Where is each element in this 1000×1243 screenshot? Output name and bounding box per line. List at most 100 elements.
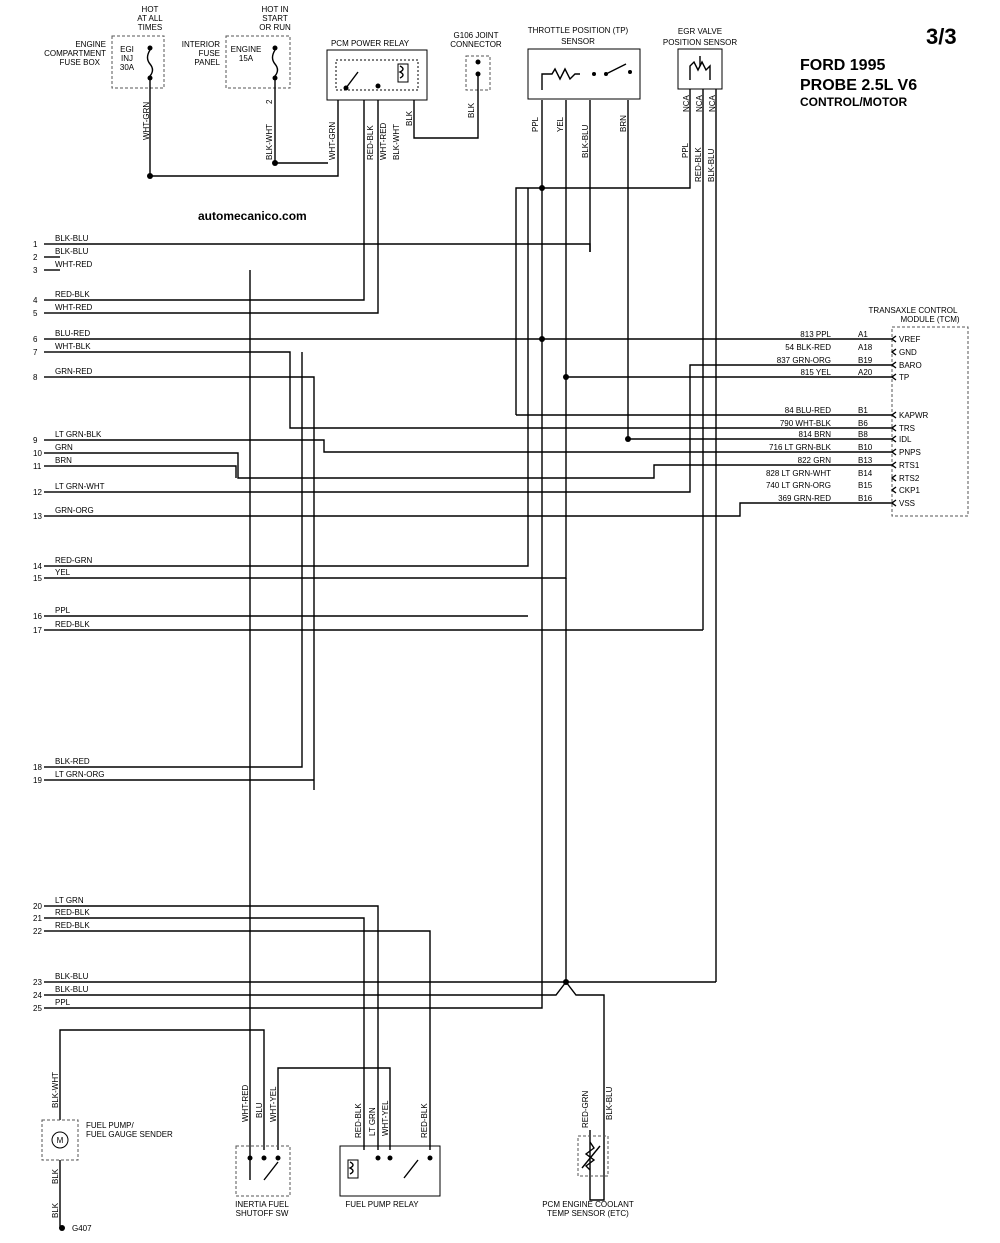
tcm-pin-arrow-icon	[890, 373, 897, 381]
egi-fuse-label-1: EGI	[120, 45, 134, 54]
pcm-pin-number: 16	[33, 612, 42, 621]
pcm-wire-color: RED-GRN	[55, 556, 93, 565]
pcm-wire-color: RED-BLK	[55, 921, 90, 930]
pcm-wire-color: GRN-RED	[55, 367, 93, 376]
hot-at-all-times-3: TIMES	[138, 23, 162, 32]
tcm-circuit-label: 369 GRN-RED	[778, 494, 831, 503]
tp-wire-label-2: YEL	[556, 116, 565, 132]
hot-at-all-times-2: AT ALL	[137, 14, 163, 23]
relay-wire-label-3: WHT-RED	[379, 122, 388, 160]
relay-bottom-wire-label-2: LT GRN	[368, 1107, 377, 1136]
ect-sensor-label-1: PCM ENGINE COOLANT	[542, 1200, 634, 1209]
motor-icon	[51, 1131, 69, 1149]
hot-in-start-1: HOT IN	[262, 5, 289, 14]
ground-wire-label: BLK	[51, 1202, 60, 1218]
relay-wire-label-4: BLK-WHT	[392, 124, 401, 160]
tcm-pin-name: IDL	[899, 435, 912, 444]
fuel-pump-relay	[339, 1145, 441, 1197]
nca-label-3: NCA	[708, 94, 717, 112]
tcm-pin-name: GND	[899, 348, 917, 357]
pcm-wire-color: GRN-ORG	[55, 506, 94, 515]
pcm-wire-color: LT GRN-ORG	[55, 770, 104, 779]
tp-wire-label-1: PPL	[531, 116, 540, 132]
fuel-pump-sender	[41, 1119, 79, 1161]
pcm-pin-number: 17	[33, 626, 42, 635]
ect-wire-label-1: RED-GRN	[581, 1090, 590, 1128]
pcm-pin-number: 13	[33, 512, 42, 521]
tcm-circuit-label: 815 YEL	[800, 368, 831, 377]
tcm-circuit-label: 84 BLU-RED	[785, 406, 831, 415]
inertia-switch-icon	[247, 1155, 281, 1181]
pcm-pin-number: 12	[33, 488, 42, 497]
pcm-pin-number: 7	[33, 348, 38, 357]
tcm-pin-arrow-icon	[890, 499, 897, 507]
tcm-circuit-label: 740 LT GRN-ORG	[766, 481, 831, 490]
pcm-pin-number: 1	[33, 240, 38, 249]
fuel-pump-top-wire-label: BLK-WHT	[51, 1072, 60, 1108]
ground-icon	[59, 1225, 65, 1231]
pcm-wire-color: YEL	[55, 568, 71, 577]
wht-grn-wire-label: WHT-GRN	[142, 102, 151, 140]
top-wiring	[147, 74, 717, 982]
relay-bottom-wire-label-4: RED-BLK	[420, 1103, 429, 1138]
relay-wire-label-2: RED-BLK	[366, 125, 375, 160]
relay-bottom-wire-label-3: WHT-YEL	[381, 1100, 390, 1136]
inertia-switch-label-2: SHUTOFF SW	[236, 1209, 289, 1218]
tcm-circuit-label: 814 BRN	[799, 430, 832, 439]
egr-wire-label-1: PPL	[681, 142, 690, 158]
pcm-wire-color: BRN	[55, 456, 72, 465]
tcm-pin-name: VREF	[899, 335, 920, 344]
harness-wiring	[60, 100, 892, 1201]
tcm-pin-name: PNPS	[899, 448, 921, 457]
tcm-pin-name: RTS2	[899, 474, 920, 483]
pcm-wire-color: LT GRN-WHT	[55, 482, 105, 491]
pcm-pin-number: 11	[33, 462, 42, 471]
pcm-wire-color: PPL	[55, 606, 71, 615]
inertia-wire-label-2: BLU	[255, 1102, 264, 1118]
pcm-pin-number: 10	[33, 449, 42, 458]
egr-sensor	[677, 48, 723, 90]
title-line-1: FORD 1995	[800, 57, 885, 74]
tcm-pin-arrow-icon	[890, 486, 897, 494]
g106-label-2: CONNECTOR	[450, 40, 502, 49]
tp-sensor-resistor-icon	[541, 63, 632, 90]
pcm-pin-number: 22	[33, 927, 42, 936]
relay-wire-label-1: WHT-GRN	[328, 122, 337, 160]
tcm-pin-arrow-icon	[890, 424, 897, 432]
tcm-label-2: MODULE (TCM)	[900, 315, 959, 324]
title-line-3: CONTROL/MOTOR	[800, 95, 907, 109]
relay-switch-icon	[335, 59, 419, 91]
tp-sensor-label-2: SENSOR	[561, 37, 595, 46]
egi-fuse-icon	[146, 45, 154, 81]
egr-sensor-label-1: EGR VALVE	[678, 27, 722, 36]
engine-fuse-box-label-3: FUSE BOX	[60, 58, 101, 67]
tcm-pin-name: TP	[899, 373, 909, 382]
engine-fuse-box-label-1: ENGINE	[75, 40, 106, 49]
tcm-pin-arrow-icon	[890, 335, 897, 343]
tcm-pin-id: B16	[858, 494, 873, 503]
tcm-pin-arrow-icon	[890, 435, 897, 443]
pcm-wire-color: WHT-RED	[55, 260, 93, 269]
ect-sensor	[577, 1135, 609, 1177]
pcm-wire-color: WHT-BLK	[55, 342, 91, 351]
pcm-wire-color: BLK-RED	[55, 757, 90, 766]
tcm-pin-arrow-icon	[890, 361, 897, 369]
tcm-pin-id: B10	[858, 443, 873, 452]
tcm-circuit-label: 828 LT GRN-WHT	[766, 469, 831, 478]
pcm-pin-number: 8	[33, 373, 38, 382]
tp-wire-label-3: BLK-BLU	[581, 124, 590, 158]
ect-wire-label-2: BLK-BLU	[605, 1086, 614, 1120]
nca-label-2: NCA	[695, 94, 704, 112]
pcm-pin-number: 3	[33, 266, 38, 275]
fuel-pump-label-2: FUEL GAUGE SENDER	[86, 1130, 173, 1139]
tcm-pin-id: B13	[858, 456, 873, 465]
ect-sensor-icon	[581, 1141, 601, 1171]
interior-fuse-panel-1: INTERIOR	[182, 40, 220, 49]
ground-label: G407	[72, 1224, 92, 1233]
title-line-2: PROBE 2.5L V6	[800, 77, 917, 94]
pcm-wire-color: PPL	[55, 998, 71, 1007]
fuel-pump-relay-icon	[347, 1155, 433, 1179]
tcm-pin-arrow-icon	[890, 448, 897, 456]
fuel-pump-bottom-wire-label: BLK	[51, 1168, 60, 1184]
